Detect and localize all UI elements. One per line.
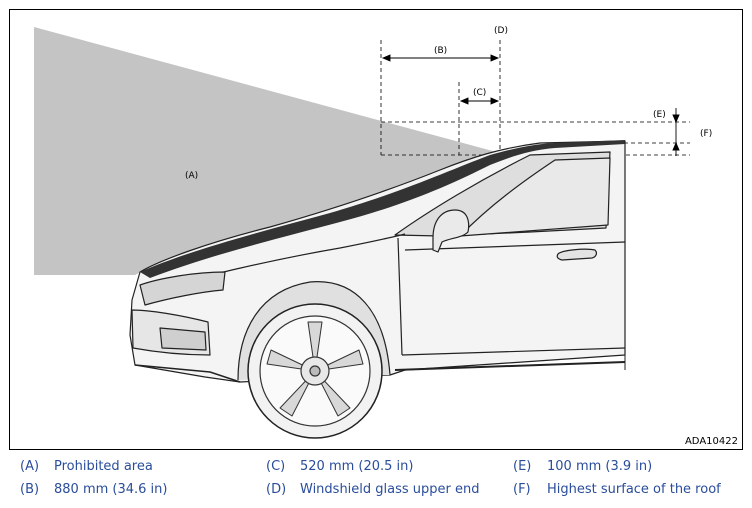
label-b: (B)	[434, 46, 447, 56]
legend: (A) Prohibited area (B) 880 mm (34.6 in) (…	[0, 456, 752, 506]
legend-key: (A)	[20, 459, 40, 474]
legend-item-d: (D) Windshield glass upper end	[266, 482, 480, 497]
legend-key: (F)	[513, 482, 531, 497]
figure-code: ADA10422	[684, 436, 738, 447]
legend-text: Highest surface of the roof	[547, 482, 721, 497]
legend-item-f: (F) Highest surface of the roof	[513, 482, 721, 497]
legend-text: 880 mm (34.6 in)	[54, 482, 168, 497]
legend-key: (B)	[20, 482, 40, 497]
dimension-arrows	[381, 54, 680, 156]
label-e: (E)	[653, 110, 666, 120]
legend-item-c: (C) 520 mm (20.5 in)	[266, 459, 413, 474]
legend-item-b: (B) 880 mm (34.6 in)	[20, 482, 167, 497]
diagram-figure: (D) (B) (C) (E) (F) (A)	[9, 9, 743, 450]
legend-text: 520 mm (20.5 in)	[300, 459, 414, 474]
legend-item-a: (A) Prohibited area	[20, 459, 153, 474]
prohibited-area	[34, 27, 500, 275]
legend-key: (D)	[266, 482, 287, 497]
legend-text: Windshield glass upper end	[300, 482, 480, 497]
legend-text: 100 mm (3.9 in)	[547, 459, 653, 474]
legend-key: (C)	[266, 459, 286, 474]
legend-item-e: (E) 100 mm (3.9 in)	[513, 459, 652, 474]
label-a: (A)	[185, 171, 198, 181]
legend-key: (E)	[513, 459, 532, 474]
car-illustration	[129, 140, 626, 439]
car-diagram: (D) (B) (C) (E) (F) (A)	[34, 26, 712, 439]
label-f: (F)	[700, 129, 712, 139]
label-d: (D)	[494, 26, 508, 36]
legend-text: Prohibited area	[54, 459, 153, 474]
label-c: (C)	[473, 88, 486, 98]
